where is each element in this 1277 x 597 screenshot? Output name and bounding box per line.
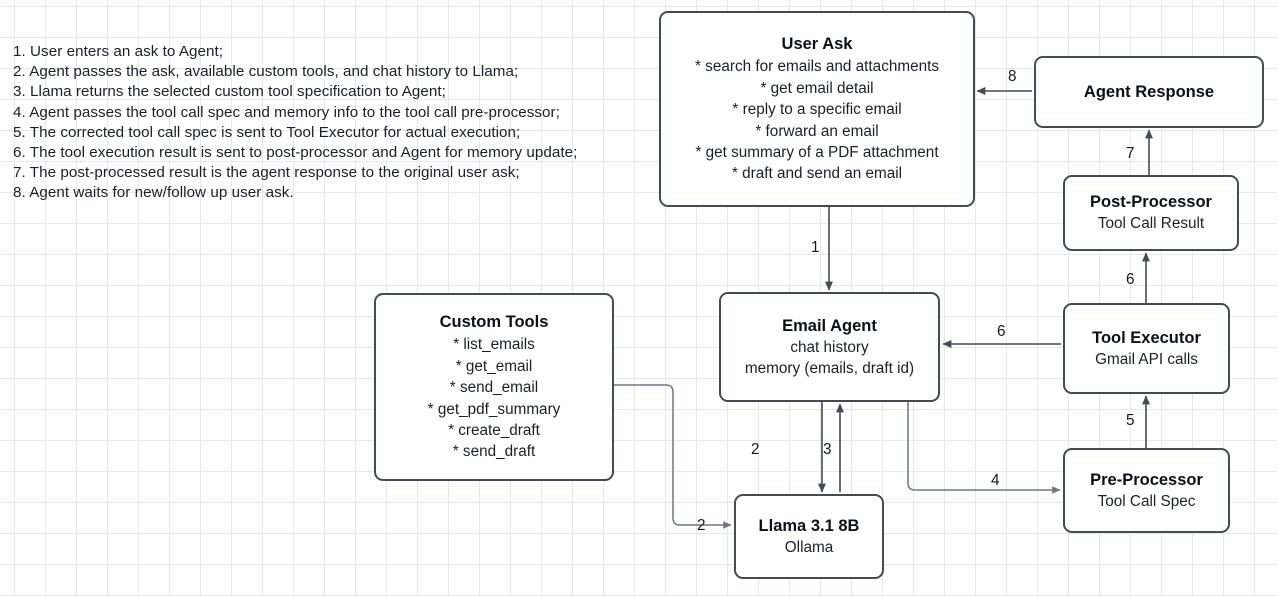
edge-label-5: 5: [1126, 412, 1135, 429]
edge-label-7: 7: [1126, 145, 1135, 162]
node-custom-tools-item-1: * list_emails: [453, 336, 535, 354]
node-user-ask-items: * search for emails and attachments * ge…: [695, 56, 939, 184]
node-tool-executor-title: Tool Executor: [1092, 328, 1201, 347]
node-custom-tools-item-5: * create_draft: [448, 421, 540, 439]
node-custom-tools-item-2: * get_email: [455, 357, 533, 375]
legend-step-3: 3. Llama returns the selected custom too…: [13, 83, 446, 101]
node-user-ask-item-5: * get summary of a PDF attachment: [695, 143, 939, 161]
legend-step-1: 1. User enters an ask to Agent;: [13, 43, 224, 60]
node-tool-executor[interactable]: Tool Executor Gmail API calls: [1063, 303, 1230, 394]
node-llama[interactable]: Llama 3.1 8B Ollama: [734, 494, 884, 579]
node-email-agent-chat-history: chat history: [790, 338, 869, 356]
node-custom-tools-title: Custom Tools: [439, 313, 549, 332]
edge-label-4: 4: [991, 472, 1000, 489]
node-post-processor-title: Post-Processor: [1090, 193, 1212, 212]
node-tool-executor-subtitle: Gmail API calls: [1095, 350, 1198, 368]
node-user-ask-item-3: * reply to a specific email: [732, 101, 902, 119]
node-agent-response-title: Agent Response: [1083, 83, 1215, 101]
node-agent-response[interactable]: Agent Response: [1034, 56, 1264, 128]
node-custom-tools-items: * list_emails * get_email * send_email *…: [428, 334, 561, 462]
legend-steps-list: 1. User enters an ask to Agent; 2. Agent…: [13, 42, 653, 204]
node-custom-tools-item-4: * get_pdf_summary: [427, 400, 561, 418]
node-pre-processor-title: Pre-Processor: [1090, 470, 1203, 489]
node-user-ask-item-4: * forward an email: [755, 122, 879, 140]
edge-label-6a: 6: [1126, 271, 1135, 288]
edge-2b-custom-tools-to-llama: [614, 384, 732, 529]
node-custom-tools[interactable]: Custom Tools * list_emails * get_email *…: [374, 293, 614, 481]
node-llama-title: Llama 3.1 8B: [758, 516, 860, 535]
legend-step-8: 8. Agent waits for new/follow up user as…: [13, 184, 294, 202]
node-email-agent[interactable]: Email Agent chat history memory (emails,…: [719, 292, 940, 402]
node-user-ask-item-1: * search for emails and attachments: [694, 58, 940, 76]
node-custom-tools-item-6: * send_draft: [452, 443, 536, 461]
edge-label-6b: 6: [997, 323, 1006, 340]
legend-step-5: 5. The corrected tool call spec is sent …: [13, 123, 521, 141]
edge-4-email-agent-to-pre-processor: [907, 402, 1061, 494]
node-user-ask-item-2: * get email detail: [760, 79, 874, 97]
legend-step-4: 4. Agent passes the tool call spec and m…: [13, 103, 560, 121]
node-post-processor[interactable]: Post-Processor Tool Call Result: [1063, 175, 1239, 251]
node-custom-tools-item-3: * send_email: [449, 379, 539, 397]
edge-label-3: 3: [823, 441, 832, 458]
edge-label-1: 1: [811, 239, 820, 256]
node-email-agent-memory: memory (emails, draft id): [744, 360, 915, 377]
node-user-ask[interactable]: User Ask * search for emails and attachm…: [659, 11, 975, 207]
node-post-processor-subtitle: Tool Call Result: [1097, 215, 1205, 233]
node-user-ask-title: User Ask: [781, 35, 853, 54]
node-llama-subtitle: Ollama: [784, 538, 834, 556]
edge-label-8: 8: [1008, 68, 1017, 85]
legend-step-6: 6. The tool execution result is sent to …: [13, 144, 578, 162]
node-user-ask-item-6: * draft and send an email: [731, 165, 903, 183]
legend-step-2: 2. Agent passes the ask, available custo…: [13, 63, 519, 81]
edge-label-2b: 2: [697, 517, 706, 534]
node-pre-processor-subtitle: Tool Call Spec: [1097, 492, 1196, 510]
node-email-agent-title: Email Agent: [782, 316, 877, 335]
legend-step-7: 7. The post-processed result is the agen…: [13, 164, 520, 182]
edge-label-2a: 2: [751, 441, 760, 458]
node-pre-processor[interactable]: Pre-Processor Tool Call Spec: [1063, 448, 1230, 533]
